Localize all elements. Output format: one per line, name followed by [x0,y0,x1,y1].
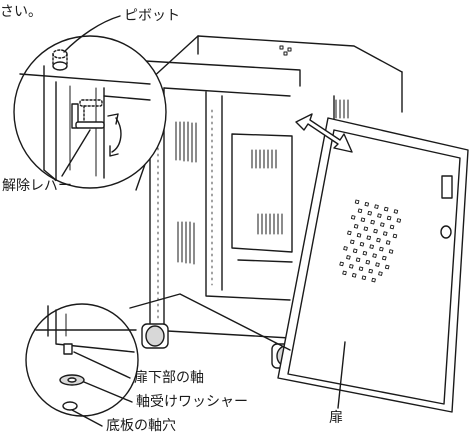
side-vent-inner [251,149,283,235]
door [277,117,469,413]
caster-left [141,323,169,349]
pivot-leader [63,15,121,53]
bottom-hole-icon [62,401,78,411]
door-axis-label: 扉下部の軸 [134,370,204,386]
pivot-icon [52,49,68,71]
release-lever-icon [71,99,122,157]
release-lever-label: 解除レバー [2,178,72,194]
washer-icon [59,374,85,386]
washer-label: 軸受けワッシャー [136,394,248,410]
pivot-label: ピボット [124,8,180,24]
side-vent-left [175,121,197,265]
washer-leader [83,381,133,403]
top-vent-holes [279,45,292,56]
rail-holes [157,99,213,321]
side-vent-right [335,99,349,119]
bottom-zoom-callout [25,293,291,427]
axis-leader [73,351,131,379]
top-zoom-callout [13,15,301,191]
door-perforation [339,199,402,283]
door-label: 扉 [329,410,343,426]
door-axis-pin-icon [63,343,73,355]
door-leader [337,341,346,409]
intro-text-fragment: さい。 [0,4,42,20]
release-leader [61,129,91,177]
removal-arrow [295,113,353,153]
bottom-hole-label: 底板の軸穴 [106,418,176,434]
hole-leader [71,409,103,427]
